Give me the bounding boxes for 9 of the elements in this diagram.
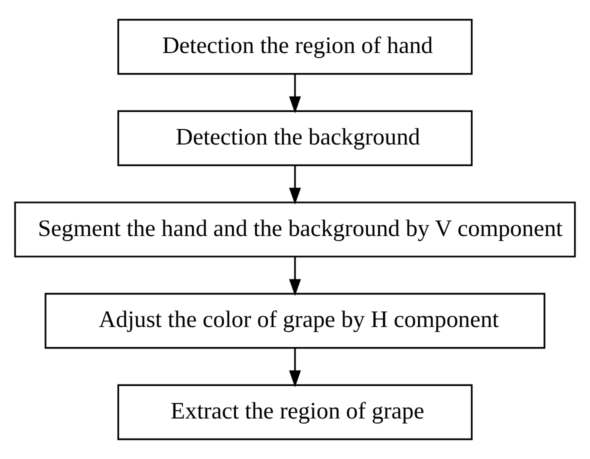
node-box: Segment the hand and the background by V component [14, 202, 576, 258]
arrow [289, 74, 301, 114]
arrow [289, 348, 301, 388]
node-box: Detection the region of hand [117, 18, 473, 75]
node-box: Detection the background [117, 110, 473, 166]
node-box: Extract the region of grape [117, 384, 473, 440]
node-box: Adjust the color of grape by H component [44, 292, 546, 349]
arrow [289, 165, 301, 205]
arrow [289, 256, 301, 296]
